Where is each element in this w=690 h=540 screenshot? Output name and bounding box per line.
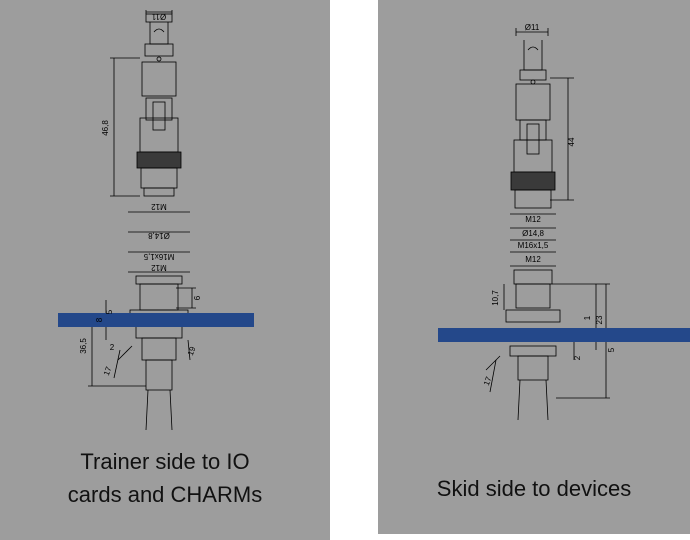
dim-m12-top: M12 <box>525 215 541 224</box>
dim-d11: Ø11 <box>525 23 540 32</box>
skid-connector-drawing: Ø11 44 M12 Ø14,8 M16x1,5 M12 10,7 1 23 5… <box>438 23 690 421</box>
skid-side-caption: Skid side to devices <box>436 476 632 501</box>
dim-19: 19 <box>186 345 198 357</box>
trainer-connector-drawing: Ø11 46,8 M12 Ø14,8 M16x1,5 M12 6 5 8 36,… <box>58 10 254 431</box>
dim-6: 6 <box>193 295 202 300</box>
caption-line-1: Trainer side to IO <box>80 449 250 474</box>
dim-m12-top: M12 <box>151 202 167 211</box>
dim-10-7: 10,7 <box>491 290 500 306</box>
dim-5: 5 <box>607 347 616 352</box>
dim-1: 1 <box>583 315 592 320</box>
dim-23: 23 <box>595 315 604 324</box>
dim-2: 2 <box>110 343 115 352</box>
panel-mount-bar <box>58 313 254 327</box>
dim-m16: M16x1,5 <box>143 252 174 261</box>
panel-mount-bar <box>438 328 690 342</box>
dim-36-5: 36,5 <box>79 338 88 354</box>
trainer-side-panel: Ø11 46,8 M12 Ø14,8 M16x1,5 M12 6 5 8 36,… <box>0 0 330 540</box>
dim-d14-8: Ø14,8 <box>522 229 544 238</box>
trainer-side-caption: Trainer side to IO cards and CHARMs <box>0 445 330 511</box>
dim-length: 46,8 <box>101 120 110 136</box>
dim-2: 2 <box>573 355 582 360</box>
dim-m16: M16x1,5 <box>518 241 549 250</box>
skid-side-panel: Ø11 44 M12 Ø14,8 M16x1,5 M12 10,7 1 23 5… <box>378 0 690 534</box>
dim-d11: Ø11 <box>151 12 166 21</box>
dim-17: 17 <box>102 365 114 377</box>
dim-17: 17 <box>482 375 494 387</box>
dim-m12-bottom: M12 <box>525 255 541 264</box>
dim-m12-bottom: M12 <box>151 263 167 272</box>
dim-5: 5 <box>105 309 114 314</box>
caption-line-2: cards and CHARMs <box>67 482 263 507</box>
dim-8: 8 <box>95 317 104 322</box>
dim-d14-8: Ø14,8 <box>148 231 170 240</box>
dim-length: 44 <box>567 137 576 146</box>
